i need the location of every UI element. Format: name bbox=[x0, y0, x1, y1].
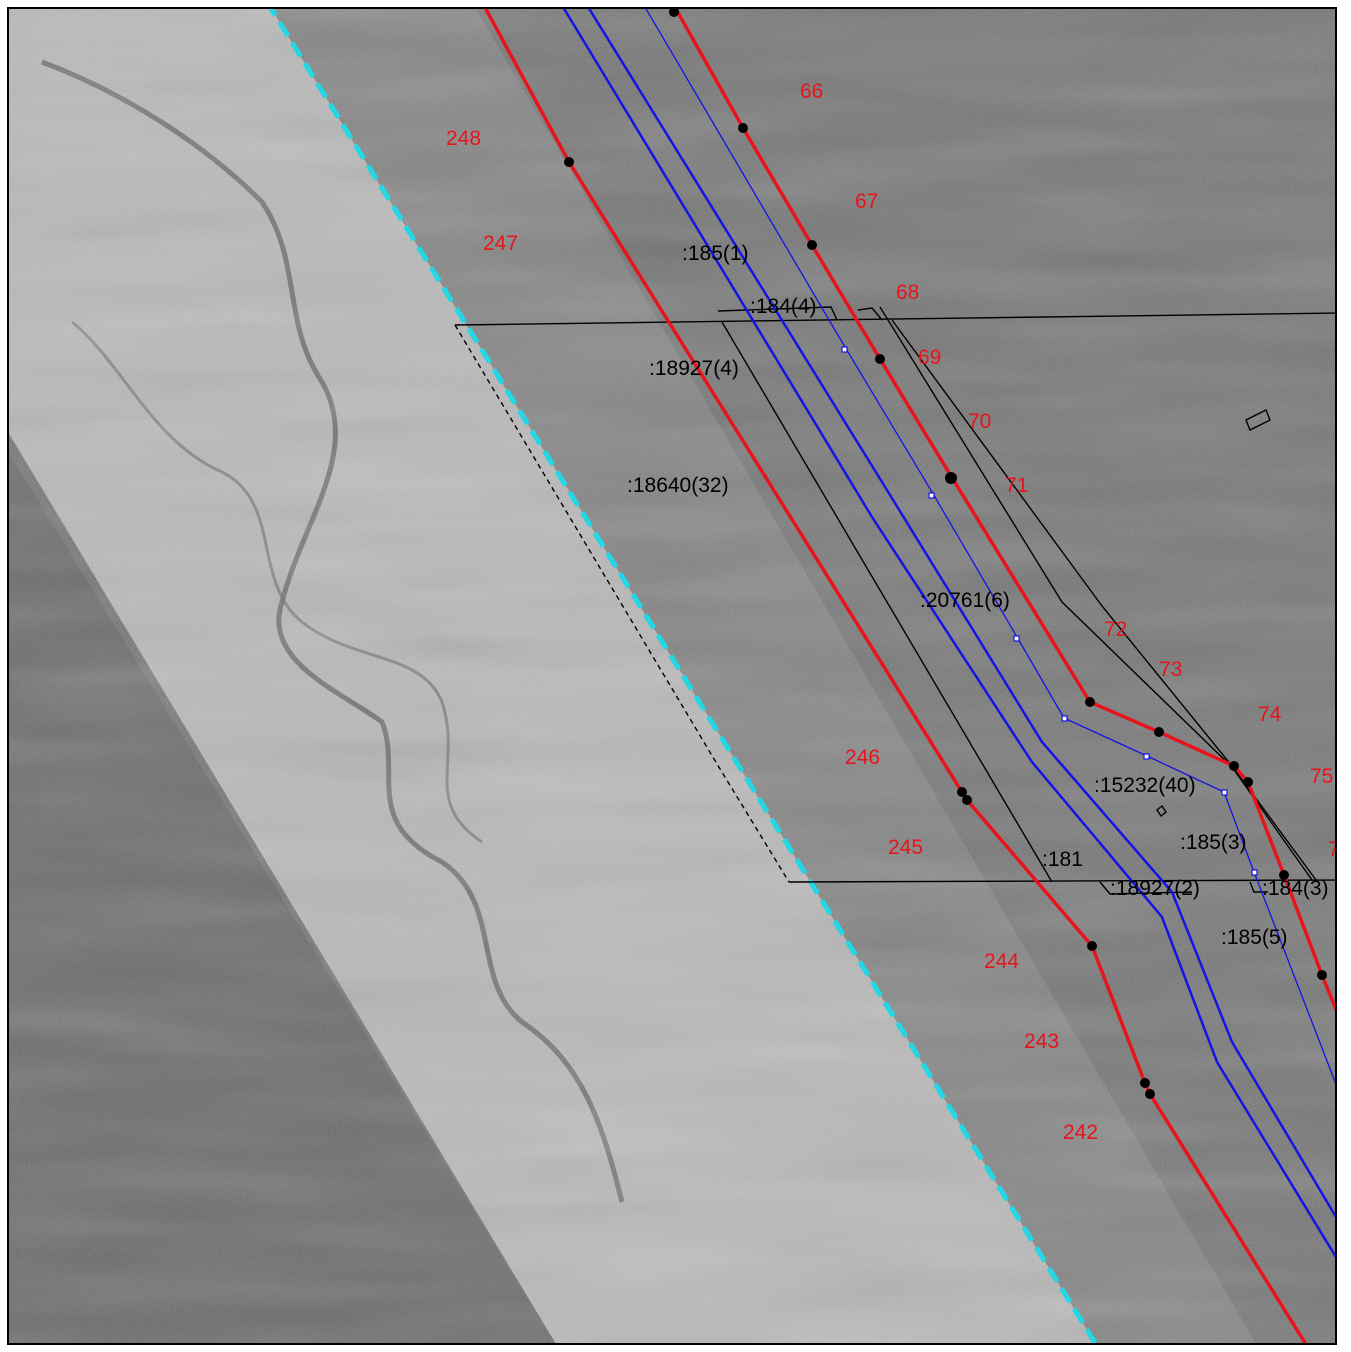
parcel-label-18927-4: :18927(4) bbox=[649, 357, 739, 380]
label-68: 68 bbox=[896, 281, 919, 304]
cyan-dashed-boundary bbox=[268, 9, 1099, 1343]
label-66: 66 bbox=[800, 80, 823, 103]
parcel-label-185-5: :185(5) bbox=[1221, 926, 1288, 949]
label-70: 70 bbox=[968, 410, 991, 433]
label-244: 244 bbox=[984, 950, 1019, 973]
label-242: 242 bbox=[1063, 1121, 1098, 1144]
label-67: 67 bbox=[855, 190, 878, 213]
parcel-label-18640-32: :18640(32) bbox=[627, 474, 729, 497]
parcel-label-18927-2: :18927(2) bbox=[1110, 877, 1200, 900]
label-69: 69 bbox=[918, 346, 941, 369]
label-248: 248 bbox=[446, 127, 481, 150]
map-frame[interactable]: 248 247 66 67 68 69 70 71 72 73 74 75 7 … bbox=[7, 7, 1337, 1345]
red-labels: 248 247 66 67 68 69 70 71 72 73 74 75 7 … bbox=[446, 80, 1337, 1144]
label-75: 75 bbox=[1310, 765, 1333, 788]
label-71: 71 bbox=[1005, 474, 1028, 497]
parcel-label-185-1: :185(1) bbox=[682, 242, 749, 265]
parcel-label-185-3: :185(3) bbox=[1180, 831, 1247, 854]
label-245: 245 bbox=[888, 836, 923, 859]
pipeline-markers bbox=[841, 346, 1258, 876]
label-72: 72 bbox=[1104, 618, 1127, 641]
parcel-label-181: :181 bbox=[1042, 848, 1083, 871]
parcel-label-15232-40: :15232(40) bbox=[1094, 774, 1196, 797]
label-74: 74 bbox=[1258, 703, 1282, 726]
label-247: 247 bbox=[483, 232, 518, 255]
parcel-label-184-3: :184(3) bbox=[1262, 877, 1329, 900]
label-76: 7 bbox=[1328, 838, 1337, 861]
label-73: 73 bbox=[1159, 658, 1182, 681]
label-243: 243 bbox=[1024, 1030, 1059, 1053]
label-246: 246 bbox=[845, 746, 880, 769]
parcel-label-20761-6: :20761(6) bbox=[920, 589, 1010, 612]
parcel-boundaries bbox=[454, 306, 1335, 895]
boundary-vertices bbox=[564, 9, 1327, 1099]
aerial-imagery bbox=[9, 9, 1335, 1343]
cadastral-map[interactable]: 248 247 66 67 68 69 70 71 72 73 74 75 7 … bbox=[7, 7, 1337, 1345]
parcel-labels: :185(1) :184(4) :18927(4) :18640(32) :20… bbox=[627, 242, 1329, 949]
parcel-label-184-4: :184(4) bbox=[750, 295, 817, 318]
